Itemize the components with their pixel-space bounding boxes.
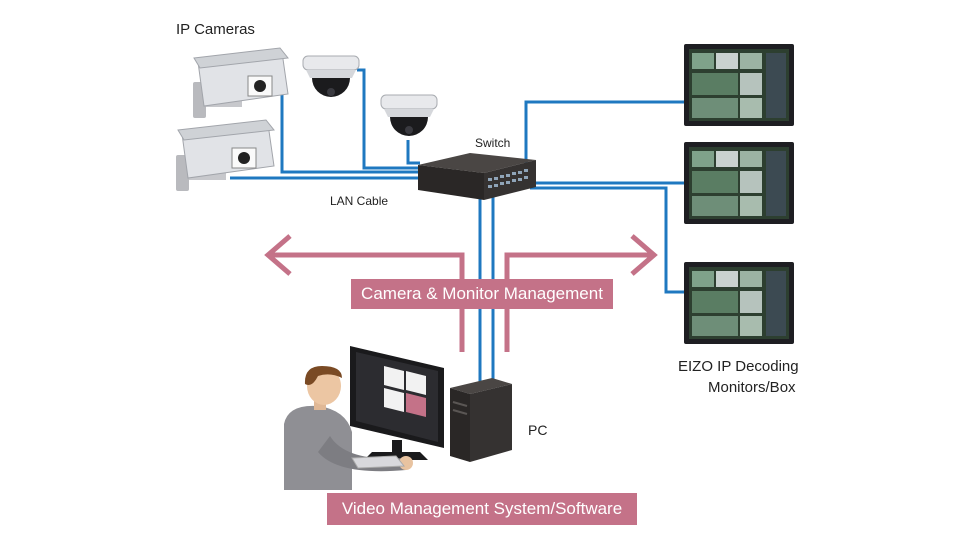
- cable-monitor-1: [520, 100, 686, 172]
- monitor-2-side-panel: [766, 151, 786, 216]
- monitor-1-tile-1: [692, 53, 714, 69]
- monitor-2-tile-4: [692, 171, 738, 193]
- switch-front: [484, 160, 536, 200]
- pc-screen-tile-2: [406, 371, 426, 395]
- decoding-monitor-3: [684, 262, 794, 344]
- switch-side: [418, 165, 484, 200]
- decoding-monitor-1: [684, 44, 794, 126]
- bullet-camera-1: [193, 47, 289, 118]
- operator-person: [284, 366, 413, 490]
- management-arrow-left-line: [270, 252, 465, 352]
- dome-camera-1: [302, 55, 360, 97]
- monitor-3-side-panel: [766, 271, 786, 336]
- monitor-3-tile-3: [740, 271, 762, 287]
- pc-tower-top: [450, 378, 512, 394]
- switch-label: Switch: [475, 136, 511, 150]
- monitor-3-tile-5: [740, 291, 762, 313]
- monitor-3-tile-6: [692, 316, 738, 336]
- monitor-1-tile-4: [692, 73, 738, 95]
- decoding-monitor-2: [684, 142, 794, 224]
- pc-tower-bay-1: [452, 401, 468, 407]
- dome-2-base: [380, 94, 438, 110]
- pc-screen-tile-3: [384, 388, 404, 412]
- pc-monitor-stand: [392, 440, 402, 454]
- management-arrow-left-head: [264, 234, 292, 276]
- pc-tower-side: [470, 384, 512, 462]
- cable-monitor-3: [530, 186, 686, 294]
- monitor-2-tile-7: [740, 196, 762, 216]
- pc-monitor: [350, 346, 444, 460]
- monitor-2-tile-3: [740, 151, 762, 167]
- camera-1-hood: [193, 47, 289, 69]
- network-switch: [418, 153, 536, 200]
- lan-cable-label: LAN Cable: [330, 194, 389, 208]
- cable-camera-1: [280, 85, 420, 174]
- cable-dome-1: [357, 68, 420, 170]
- monitor-2-tile-6: [692, 196, 738, 216]
- switch-top: [418, 153, 536, 173]
- pc-tower: [450, 378, 512, 462]
- monitor-3-tile-7: [740, 316, 762, 336]
- dome-2-ring: [384, 109, 434, 117]
- monitor-1-tile-5: [740, 73, 762, 95]
- operator-torso: [284, 405, 352, 490]
- monitor-1-tile-2: [716, 53, 738, 69]
- video-management-system-banner: Video Management System/Software: [327, 493, 637, 525]
- camera-1-lens: [254, 80, 266, 92]
- dome-1-base: [302, 55, 360, 71]
- operator-hair: [304, 366, 342, 385]
- monitor-2-tile-2: [716, 151, 738, 167]
- dome-1-ring: [306, 70, 356, 78]
- monitor-1-side-panel: [766, 53, 786, 118]
- monitor-3-tile-4: [692, 291, 738, 313]
- cable-dome-2: [406, 140, 420, 165]
- monitors-label-line-1: EIZO IP Decoding: [678, 358, 799, 375]
- camera-2-lens: [238, 152, 250, 164]
- switch-ports: [488, 169, 528, 188]
- pc-label: PC: [528, 422, 548, 438]
- monitor-1-tile-6: [692, 98, 738, 118]
- lan-cables: [230, 68, 686, 382]
- dome-1-globe: [312, 78, 350, 97]
- monitor-3-tile-1: [692, 271, 714, 287]
- management-arrow-right-line: [504, 252, 652, 352]
- pc-screen-tile-1: [384, 366, 404, 390]
- bullet-camera-2: [176, 119, 275, 191]
- camera-2-hood: [177, 119, 275, 141]
- dome-2-lens: [405, 126, 413, 134]
- pc-screen-tile-4: [406, 393, 426, 417]
- camera-monitor-management-banner: Camera & Monitor Management: [351, 279, 613, 309]
- pc-tower-bay-2: [452, 409, 468, 415]
- monitors-label-line-2: Monitors/Box: [708, 379, 796, 396]
- pc-tower-front: [450, 388, 470, 462]
- ip-cameras-label: IP Cameras: [176, 21, 255, 38]
- monitor-2-tile-5: [740, 171, 762, 193]
- keyboard: [351, 455, 406, 469]
- management-arrow-right-head: [630, 234, 658, 276]
- monitor-3-tile-2: [716, 271, 738, 287]
- dome-camera-2: [380, 94, 438, 136]
- dome-1-lens: [327, 88, 335, 96]
- monitor-2-tile-1: [692, 151, 714, 167]
- management-arrows: [264, 234, 658, 352]
- monitor-1-tile-3: [740, 53, 762, 69]
- monitor-1-tile-7: [740, 98, 762, 118]
